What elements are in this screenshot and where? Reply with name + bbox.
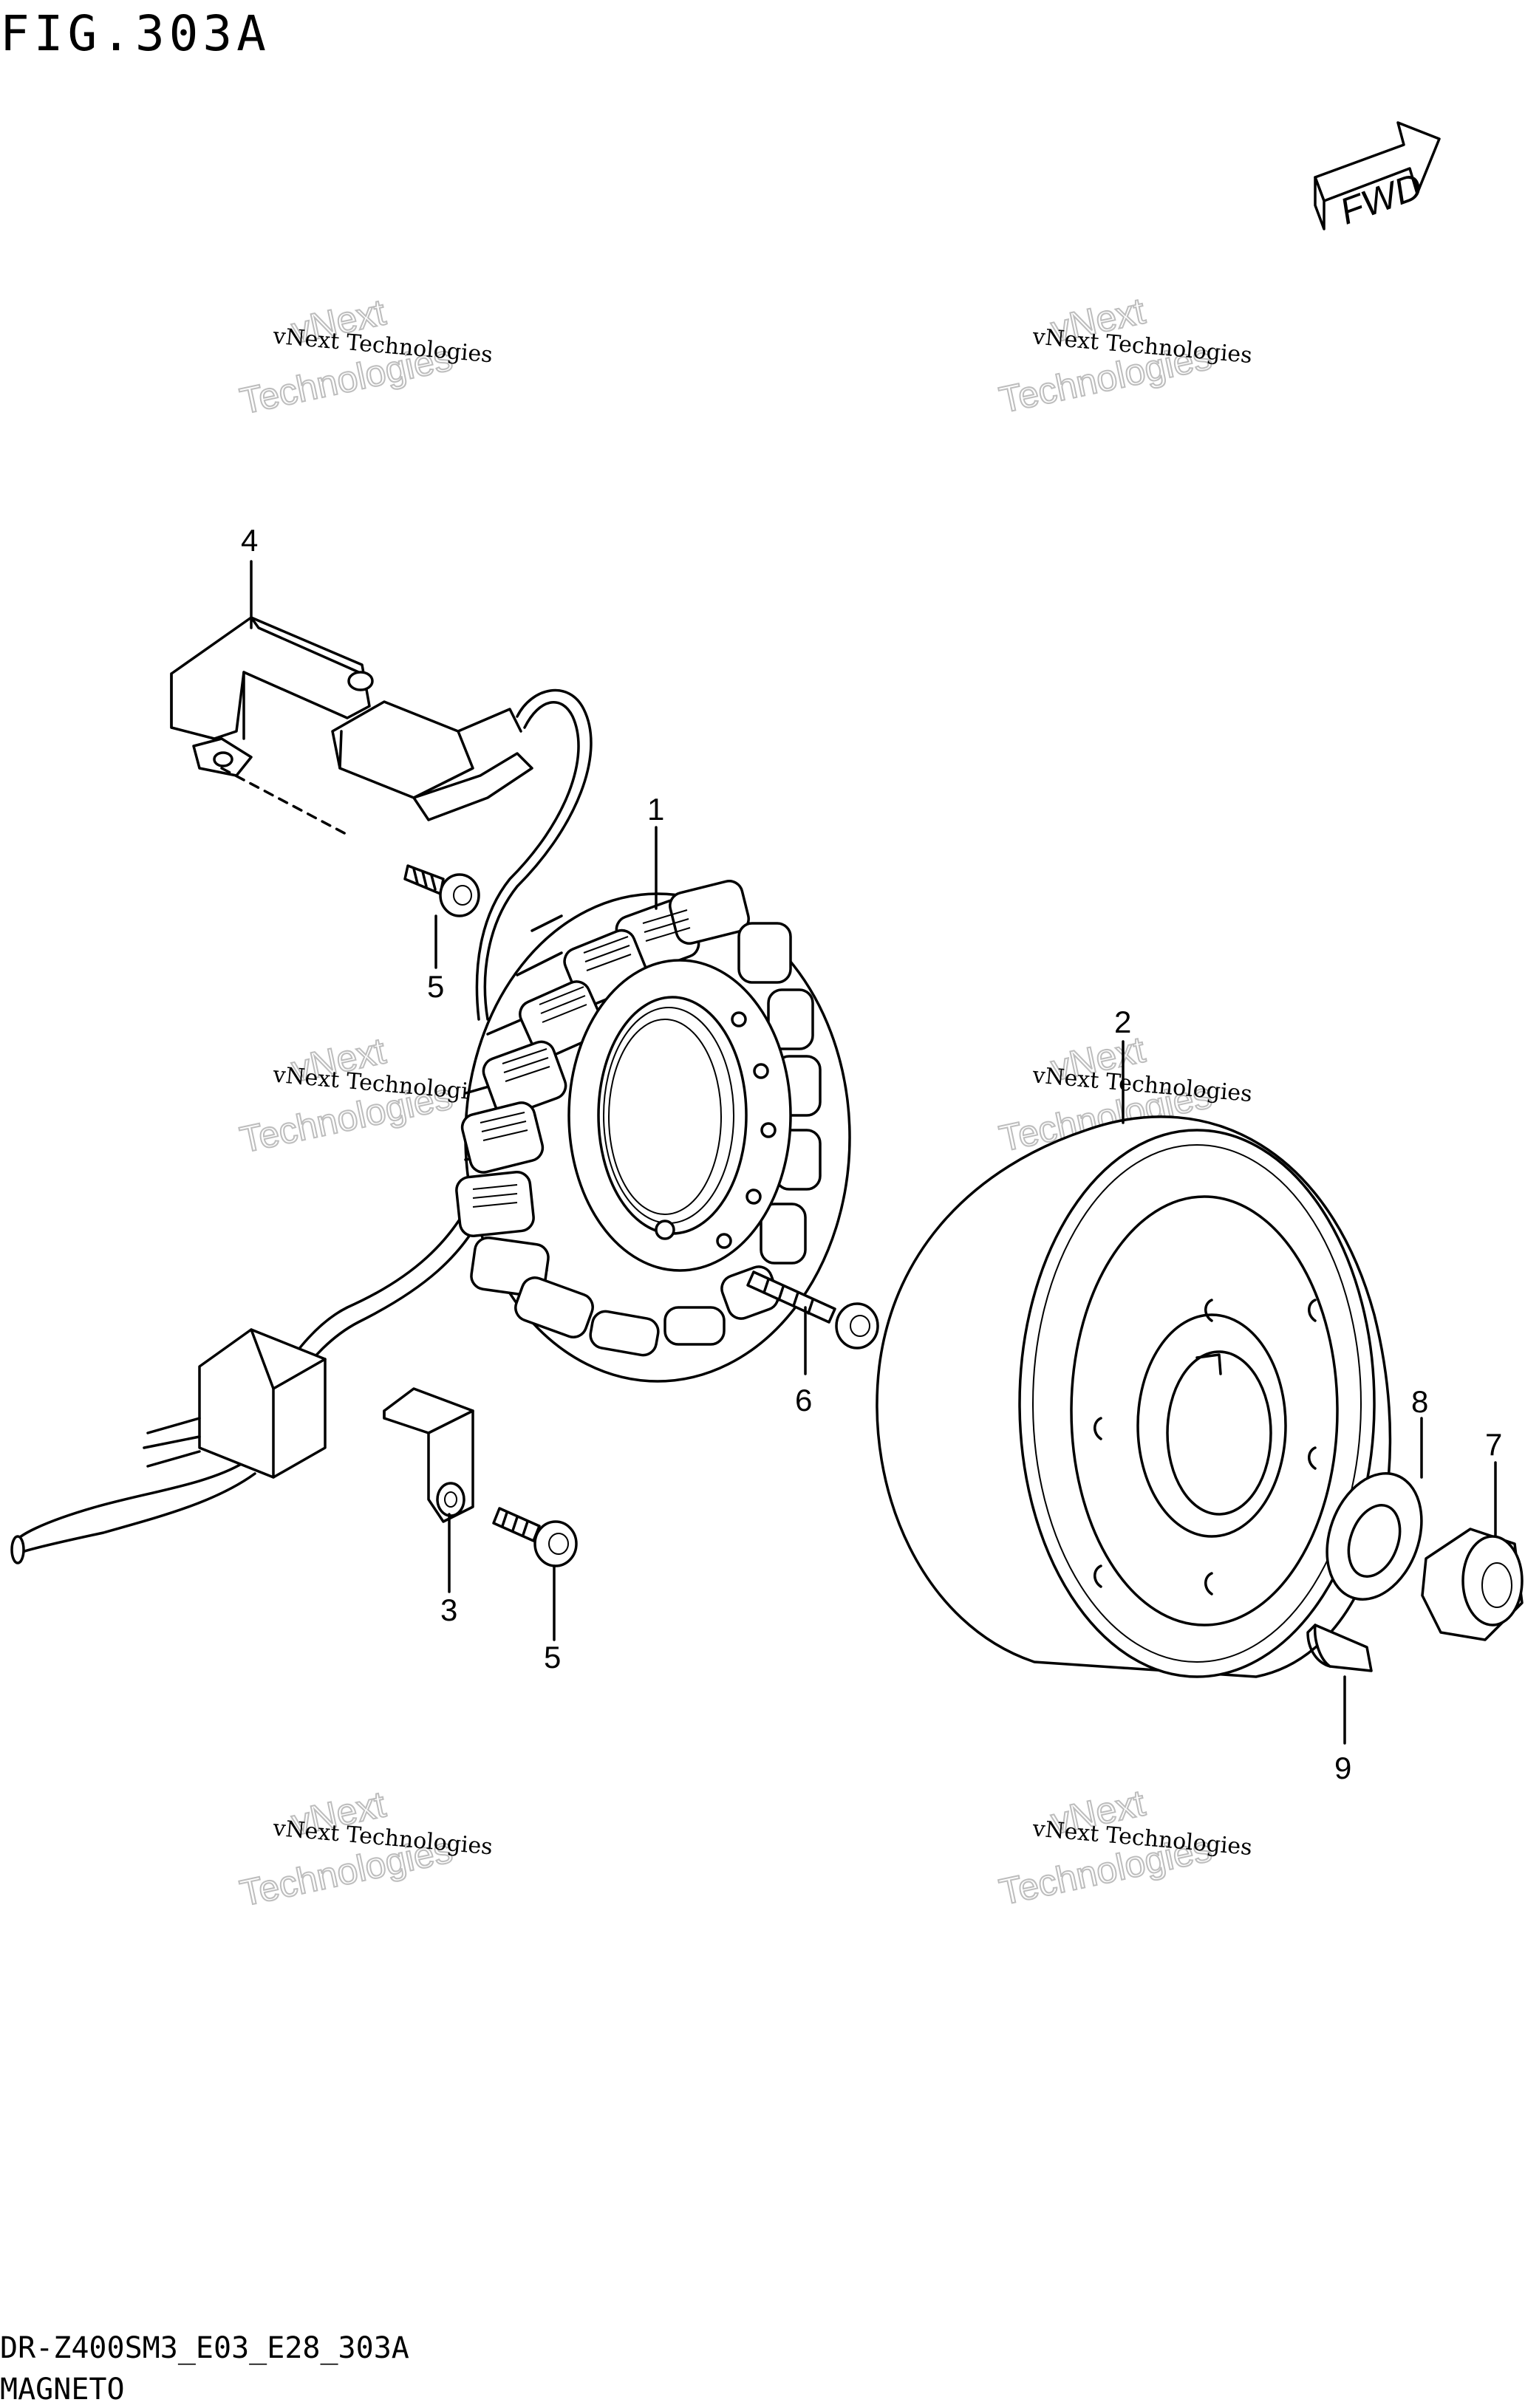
part-6-screw <box>746 1270 879 1350</box>
part-2-flywheel-rotor <box>876 1115 1392 1678</box>
callout-5-upper: 5 <box>427 969 444 1004</box>
callout-1: 1 <box>647 792 664 827</box>
part-7-nut <box>1421 1528 1524 1641</box>
fwd-arrow-icon: FWD <box>1314 121 1441 233</box>
part-5-screw-lower <box>492 1507 578 1567</box>
leader-lines <box>220 560 1497 1745</box>
watermark-mid-left: vNext Technologies vNext Technologies <box>236 1029 494 1161</box>
figure-code: DR-Z400SM3_E03_E28_303A <box>0 2331 409 2365</box>
watermark-top-left: vNext Technologies vNext Technologies <box>236 290 494 423</box>
part-3-clamp <box>383 1387 474 1523</box>
watermark-bottom-right: vNext Technologies vNext Technologies <box>995 1782 1253 1914</box>
figure-name: MAGNETO <box>0 2373 125 2407</box>
callout-9: 9 <box>1334 1751 1351 1785</box>
callout-7: 7 <box>1485 1427 1502 1462</box>
watermark-top-right: vNext Technologies vNext Technologies <box>995 290 1253 422</box>
callout-2: 2 <box>1114 1005 1131 1039</box>
callout-5-lower: 5 <box>544 1640 561 1675</box>
watermark-bottom-left: vNext Technologies vNext Technologies <box>236 1782 494 1915</box>
wiring-harness <box>10 688 593 1564</box>
part-5-screw-upper <box>403 864 480 917</box>
part-9-key <box>1306 1624 1373 1672</box>
callout-4: 4 <box>241 523 258 558</box>
callout-3: 3 <box>440 1593 457 1627</box>
callout-6: 6 <box>795 1383 812 1417</box>
part-4-bracket <box>170 616 374 777</box>
part-1-stator <box>455 880 851 1383</box>
figure-title: FIG.303A <box>0 5 270 62</box>
callout-8: 8 <box>1411 1384 1428 1419</box>
part-8-washer <box>1326 1472 1423 1601</box>
